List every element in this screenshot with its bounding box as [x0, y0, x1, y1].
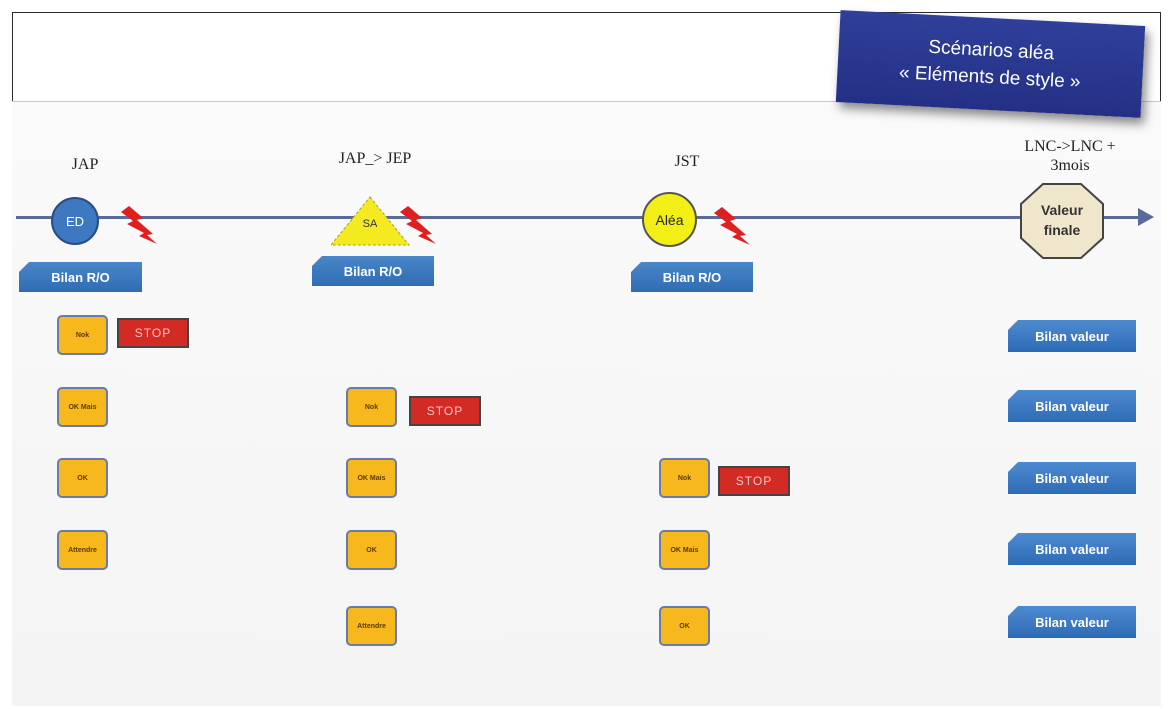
node-valeur-finale-octagon — [1020, 183, 1104, 259]
bilan-valeur: Bilan valeur — [1008, 606, 1136, 638]
status-box: Nok — [659, 458, 710, 498]
timeline-arrowhead — [1138, 208, 1154, 226]
valeur-finale-line2: finale — [1043, 222, 1081, 238]
status-box: Nok — [346, 387, 397, 427]
stage-label-lnc: LNC->LNC + 3mois — [1000, 137, 1140, 175]
timeline-line — [16, 216, 1144, 219]
diagram-panel — [12, 101, 1161, 706]
bilan-ro-2: Bilan R/O — [312, 256, 434, 286]
bilan-valeur: Bilan valeur — [1008, 390, 1136, 422]
lightning-icon — [714, 207, 750, 245]
stop-badge: STOP — [718, 466, 790, 496]
lightning-icon — [121, 206, 157, 244]
bilan-ro-1: Bilan R/O — [19, 262, 142, 292]
status-box: Attendre — [346, 606, 397, 646]
stop-badge: STOP — [409, 396, 481, 426]
node-sa-triangle — [329, 196, 411, 246]
valeur-finale-line1: Valeur — [1040, 202, 1084, 218]
bilan-valeur: Bilan valeur — [1008, 320, 1136, 352]
node-alea: Aléa — [642, 192, 697, 247]
stage-label-jst: JST — [674, 153, 700, 170]
lightning-icon — [400, 206, 436, 244]
status-box: OK — [57, 458, 108, 498]
status-box: OK Mais — [57, 387, 108, 427]
stage-label-jap: JAP — [71, 156, 99, 173]
bilan-valeur: Bilan valeur — [1008, 462, 1136, 494]
status-box: Attendre — [57, 530, 108, 570]
stage-label-lnc-line2: 3mois — [1050, 157, 1090, 174]
node-valeur-finale-label: Valeur finale — [1019, 200, 1105, 240]
title-banner: Scénarios aléa « Eléments de style » — [835, 10, 1146, 118]
status-box: OK — [346, 530, 397, 570]
node-ed: ED — [51, 197, 99, 245]
node-sa-label: SA — [362, 218, 378, 230]
status-box: Nok — [57, 315, 108, 355]
stage-label-jap-jep: JAP_> JEP — [338, 150, 412, 167]
banner-line-2: « Eléments de style » — [898, 62, 1082, 93]
status-box: OK Mais — [659, 530, 710, 570]
bilan-valeur: Bilan valeur — [1008, 533, 1136, 565]
stage-label-lnc-line1: LNC->LNC + — [1024, 138, 1116, 155]
stop-badge: STOP — [117, 318, 189, 348]
status-box: OK — [659, 606, 710, 646]
bilan-ro-3: Bilan R/O — [631, 262, 753, 292]
status-box: OK Mais — [346, 458, 397, 498]
